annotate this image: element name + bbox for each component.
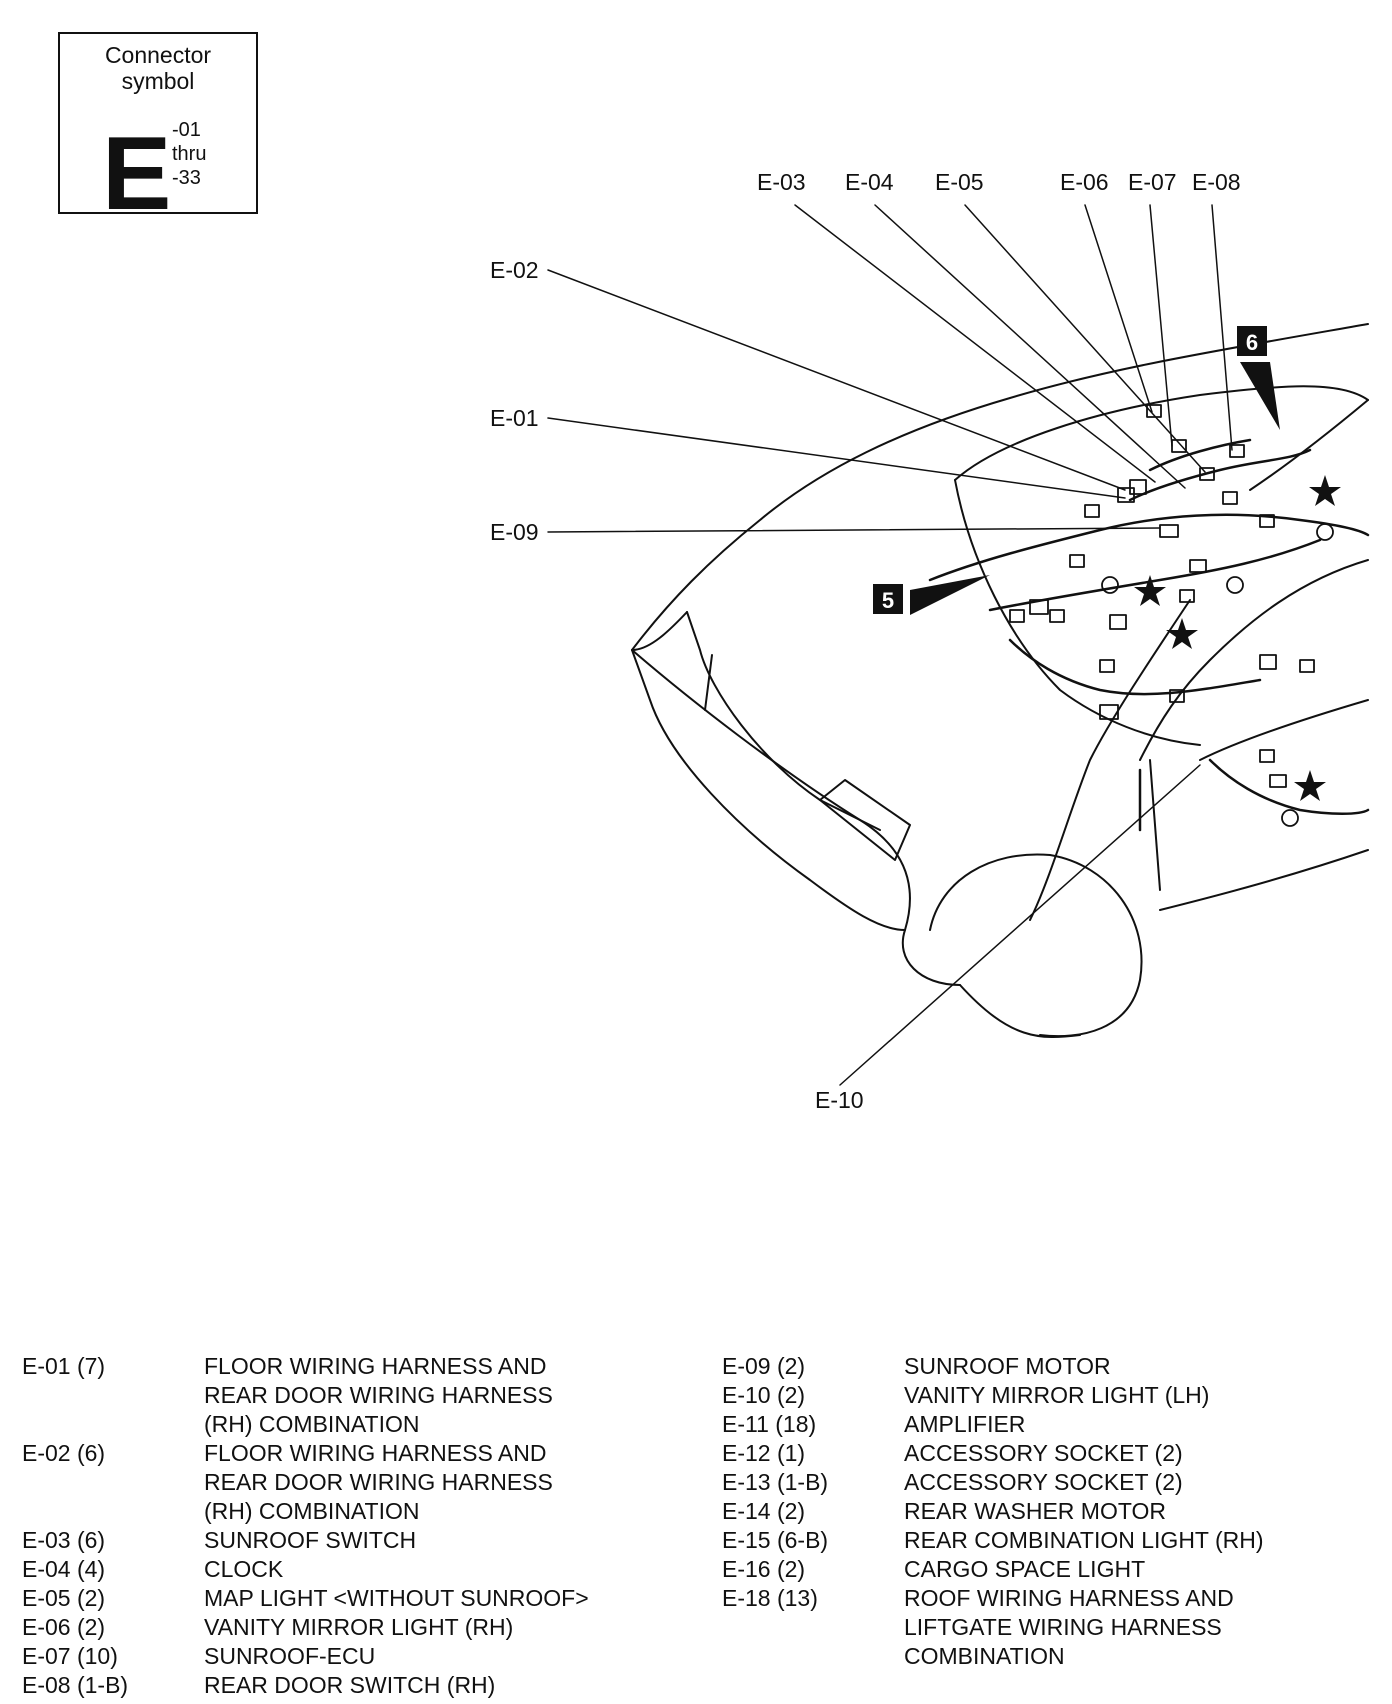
legend-code: E-07 (10): [22, 1643, 118, 1669]
legend-left-column: E-01 (7) FLOOR WIRING HARNESS AND REAR DO…: [22, 1352, 682, 1700]
legend-code: E-06 (2): [22, 1614, 106, 1640]
connector-symbol-letter: E: [102, 116, 172, 232]
legend-row: E-03 (6) SUNROOF SWITCH: [22, 1526, 682, 1555]
legend-desc: CLOCK: [204, 1556, 284, 1582]
legend-code: E-02 (6): [22, 1440, 106, 1466]
label-e04: E-04: [845, 169, 894, 195]
legend-code: E-14 (2): [722, 1498, 806, 1524]
legend-row: E-09 (2) SUNROOF MOTOR: [722, 1352, 1342, 1381]
connector-labels: E-02 E-01 E-09 E-03 E-04 E-05 E-06 E-07 …: [490, 169, 1241, 1113]
star-markers: [1134, 475, 1341, 801]
legend-desc: MAP LIGHT <WITHOUT SUNROOF>: [204, 1585, 589, 1611]
legend-code: E-10 (2): [722, 1382, 806, 1408]
legend-row: E-13 (1-B) ACCESSORY SOCKET (2): [722, 1468, 1342, 1497]
range-thru: thru: [172, 143, 207, 165]
connector-symbol-title: Connector symbol: [104, 42, 212, 94]
legend-desc: ACCESSORY SOCKET (2): [904, 1469, 1183, 1495]
legend-code: E-05 (2): [22, 1585, 106, 1611]
legend-desc: VANITY MIRROR LIGHT (LH): [904, 1382, 1210, 1408]
legend-row: E-16 (2) CARGO SPACE LIGHT: [722, 1555, 1342, 1584]
legend-row: E-08 (1-B) REAR DOOR SWITCH (RH): [22, 1671, 682, 1700]
leader-lines: [547, 204, 1233, 1086]
legend-code: E-11 (18): [722, 1411, 817, 1437]
label-e06: E-06: [1060, 169, 1109, 195]
legend-desc: VANITY MIRROR LIGHT (RH): [204, 1614, 514, 1640]
legend-row: E-02 (6) FLOOR WIRING HARNESS AND REAR DO…: [22, 1439, 682, 1526]
legend-desc: CARGO SPACE LIGHT: [904, 1556, 1146, 1582]
marker-6-label: 6: [1246, 330, 1258, 355]
range-end: -33: [172, 167, 201, 189]
label-e09: E-09: [490, 519, 539, 545]
label-e05: E-05: [935, 169, 984, 195]
legend-row: E-01 (7) FLOOR WIRING HARNESS AND REAR DO…: [22, 1352, 682, 1439]
legend-row: E-12 (1) ACCESSORY SOCKET (2): [722, 1439, 1342, 1468]
marker-5-label: 5: [882, 588, 894, 613]
legend-code: E-18 (13): [722, 1585, 818, 1611]
label-e03: E-03: [757, 169, 806, 195]
legend-desc: FLOOR WIRING HARNESS AND REAR DOOR WIRIN…: [204, 1353, 553, 1437]
legend-row: E-04 (4) CLOCK: [22, 1555, 682, 1584]
label-e02: E-02: [490, 257, 539, 283]
legend-desc: SUNROOF MOTOR: [904, 1353, 1111, 1379]
legend-code: E-04 (4): [22, 1556, 106, 1582]
legend-code: E-13 (1-B): [722, 1469, 829, 1495]
legend-desc: AMPLIFIER: [904, 1411, 1026, 1437]
vehicle-body-outline: [631, 323, 1369, 1039]
legend-row: E-14 (2) REAR WASHER MOTOR: [722, 1497, 1342, 1526]
legend-desc: REAR DOOR SWITCH (RH): [204, 1672, 496, 1698]
legend-desc: REAR WASHER MOTOR: [904, 1498, 1166, 1524]
legend-code: E-09 (2): [722, 1353, 806, 1379]
legend-code: E-03 (6): [22, 1527, 106, 1553]
label-e01: E-01: [490, 405, 539, 431]
legend-desc: REAR COMBINATION LIGHT (RH): [904, 1527, 1264, 1553]
star-marker: [1309, 475, 1341, 506]
label-e10: E-10: [815, 1087, 864, 1113]
legend-code: E-16 (2): [722, 1556, 806, 1582]
star-marker: [1134, 575, 1166, 606]
wiring-harness-diagram: 5 6 E-02 E-01 E-09 E-03 E-04 E-05 E-06 E…: [490, 169, 1370, 1113]
wiring-harness: [928, 438, 1370, 832]
legend-desc: SUNROOF-ECU: [204, 1643, 376, 1669]
connector-shapes: [1009, 404, 1334, 827]
legend-code: E-12 (1): [722, 1440, 806, 1466]
legend-desc: FLOOR WIRING HARNESS AND REAR DOOR WIRIN…: [204, 1440, 553, 1524]
reference-marker-6: 6: [1237, 326, 1280, 430]
connector-symbol-range: -01 thru -33: [172, 118, 206, 190]
legend-code: E-08 (1-B): [22, 1672, 129, 1698]
legend-desc: ROOF WIRING HARNESS AND LIFTGATE WIRING …: [904, 1585, 1234, 1669]
legend-row: E-05 (2) MAP LIGHT <WITHOUT SUNROOF>: [22, 1584, 682, 1613]
legend-desc: SUNROOF SWITCH: [204, 1527, 417, 1553]
legend-row: E-18 (13) ROOF WIRING HARNESS AND LIFTGAT…: [722, 1584, 1342, 1671]
legend-desc: ACCESSORY SOCKET (2): [904, 1440, 1183, 1466]
legend-code: E-01 (7): [22, 1353, 106, 1379]
connector-symbol-box: Connector symbol E -01 thru -33: [58, 32, 258, 226]
legend-code: E-15 (6-B): [722, 1527, 829, 1553]
star-marker: [1166, 618, 1198, 649]
reference-marker-5: 5: [873, 575, 990, 615]
legend-row: E-15 (6-B) REAR COMBINATION LIGHT (RH): [722, 1526, 1342, 1555]
legend-row: E-06 (2) VANITY MIRROR LIGHT (RH): [22, 1613, 682, 1642]
label-e08: E-08: [1192, 169, 1241, 195]
star-marker: [1294, 770, 1326, 801]
label-e07: E-07: [1128, 169, 1177, 195]
range-start: -01: [172, 119, 201, 141]
legend-row: E-11 (18) AMPLIFIER: [722, 1410, 1342, 1439]
legend-right-column: E-09 (2) SUNROOF MOTOR E-10 (2) VANITY MIR…: [722, 1352, 1342, 1671]
legend-row: E-10 (2) VANITY MIRROR LIGHT (LH): [722, 1381, 1342, 1410]
legend-row: E-07 (10) SUNROOF-ECU: [22, 1642, 682, 1671]
